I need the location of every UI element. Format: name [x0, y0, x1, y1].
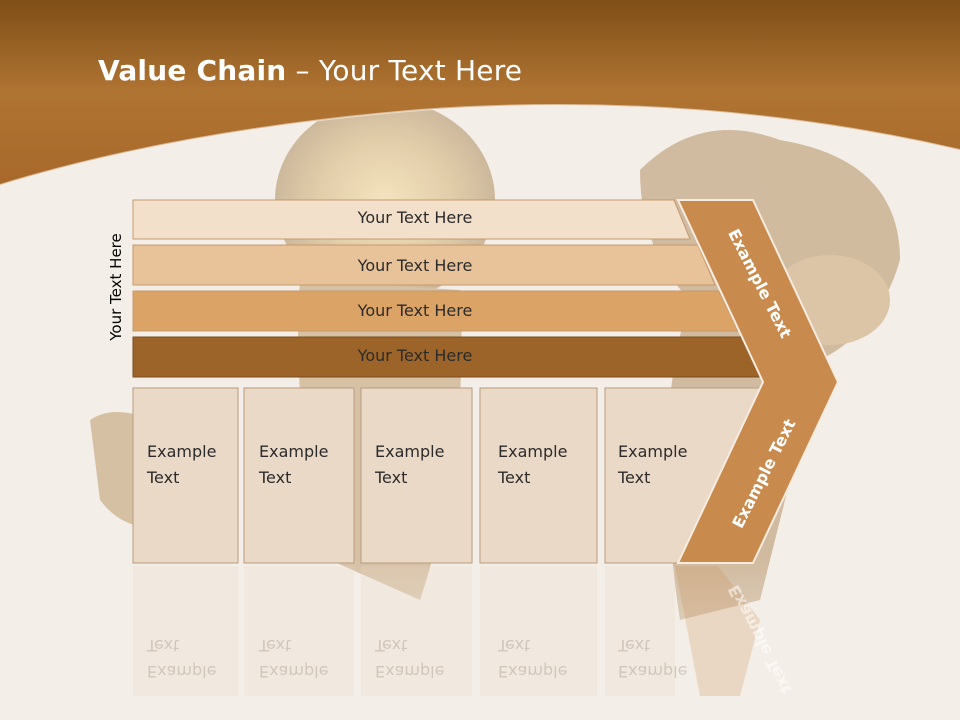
box-5-line-2: Text	[618, 468, 651, 487]
chevron-arrow	[676, 199, 840, 564]
bar-2	[132, 244, 716, 286]
box-4-reflection-line-1: Example	[498, 662, 568, 681]
box-1-line-1: Example	[147, 442, 217, 461]
box-4-reflection-line-2: Text	[498, 636, 531, 655]
box-5-reflection: Example Text	[618, 632, 708, 684]
box-5-line-1: Example	[618, 442, 688, 461]
box-5-reflection-line-1: Example	[618, 662, 688, 681]
box-2-reflection-line-2: Text	[259, 636, 292, 655]
box-4-reflection: Example Text	[498, 632, 588, 684]
box-3-line-2: Text	[375, 468, 408, 487]
box-4-line-2: Text	[498, 468, 531, 487]
box-3-reflection: Example Text	[375, 632, 465, 684]
reflection-group	[133, 566, 760, 696]
box-2-line-2: Text	[259, 468, 292, 487]
box-3-line-1: Example	[375, 442, 445, 461]
title-bold: Value Chain	[98, 54, 287, 87]
box-1	[132, 387, 239, 564]
box-2	[243, 387, 355, 564]
box-4	[479, 387, 598, 564]
box-2-reflection-line-1: Example	[259, 662, 329, 681]
box-2-line-1: Example	[259, 442, 329, 461]
box-3	[360, 387, 473, 564]
bar-4-label: Your Text Here	[357, 346, 473, 365]
box-1-reflection: Example Text	[147, 632, 237, 684]
title-rest: – Your Text Here	[286, 54, 523, 87]
slide-title: Value Chain – Your Text Here	[98, 54, 522, 87]
bar-3-label: Your Text Here	[357, 301, 473, 320]
bar-3	[132, 290, 739, 332]
box-2-reflection: Example Text	[259, 632, 349, 684]
box-4-line-1: Example	[498, 442, 568, 461]
box-3-reflection-line-2: Text	[375, 636, 408, 655]
box-1-reflection-line-1: Example	[147, 662, 217, 681]
bar-1-label: Your Text Here	[357, 208, 473, 227]
bar-1	[132, 199, 691, 240]
box-5-reflection-line-2: Text	[618, 636, 651, 655]
box-3-reflection-line-1: Example	[375, 662, 445, 681]
box-1-reflection-line-2: Text	[147, 636, 180, 655]
box-1-line-2: Text	[147, 468, 180, 487]
bar-2-label: Your Text Here	[357, 256, 473, 275]
